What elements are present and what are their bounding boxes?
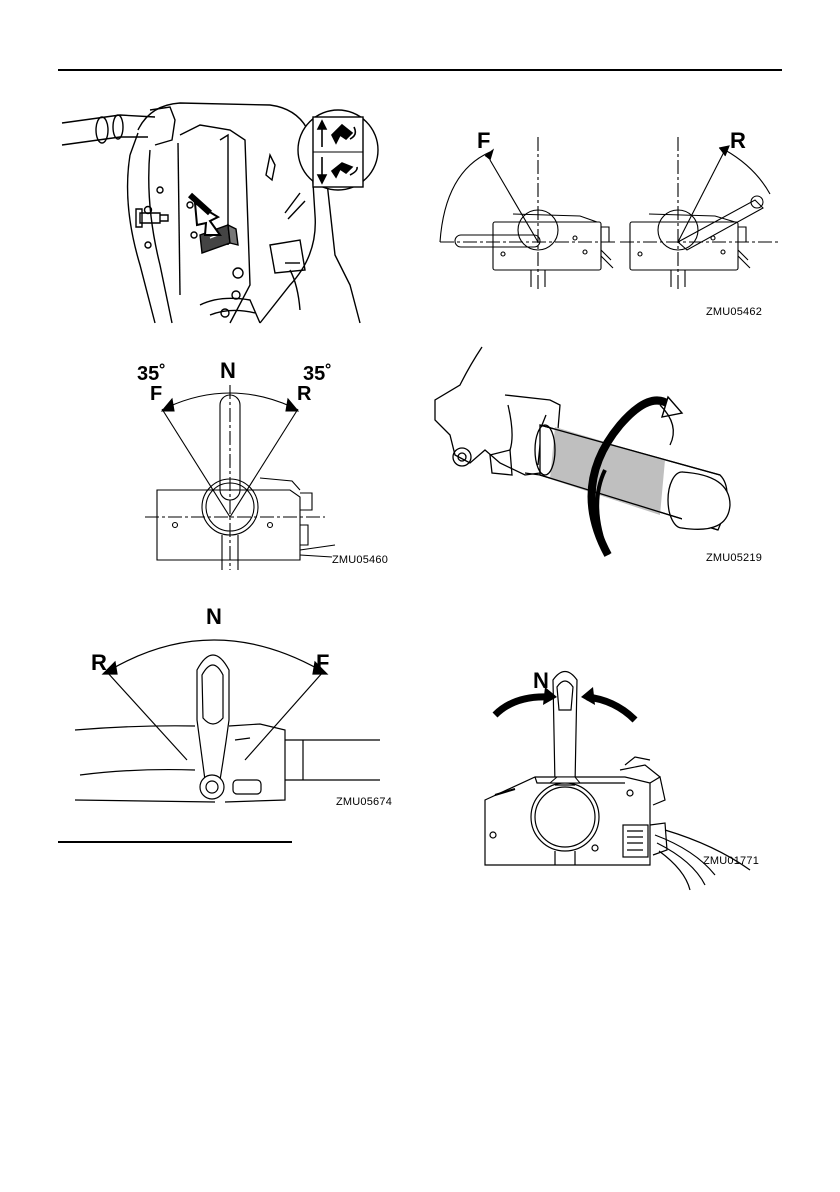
figure-throttle-grip bbox=[430, 345, 750, 560]
header-rule bbox=[58, 69, 782, 71]
fig2-forward-label: F bbox=[477, 130, 490, 152]
fig2-reverse-label: R bbox=[730, 130, 746, 152]
fig3-left-angle: 35˚ bbox=[137, 364, 166, 384]
section-rule bbox=[58, 841, 292, 843]
fig3-forward-label: F bbox=[150, 384, 162, 404]
fig3-neutral-label: N bbox=[220, 360, 236, 382]
fig5-code: ZMU05674 bbox=[336, 796, 392, 808]
fig2-code: ZMU05462 bbox=[706, 306, 762, 318]
fig4-code: ZMU05219 bbox=[706, 552, 762, 564]
fig6-neutral-label: N bbox=[533, 670, 549, 692]
fig5-forward-label: F bbox=[316, 652, 329, 674]
figure-remote-control-f-r bbox=[435, 132, 785, 292]
fig6-code: ZMU01771 bbox=[703, 855, 759, 867]
fig3-reverse-label: R bbox=[297, 384, 311, 404]
figure-top-view-r-n-f bbox=[75, 630, 385, 810]
fig3-right-angle: 35˚ bbox=[303, 364, 332, 384]
figure-tilt-lock-lever bbox=[60, 95, 390, 325]
fig3-code: ZMU05460 bbox=[332, 554, 388, 566]
figure-neutral-35deg bbox=[140, 385, 340, 575]
fig5-reverse-label: R bbox=[91, 652, 107, 674]
fig5-neutral-label: N bbox=[206, 606, 222, 628]
